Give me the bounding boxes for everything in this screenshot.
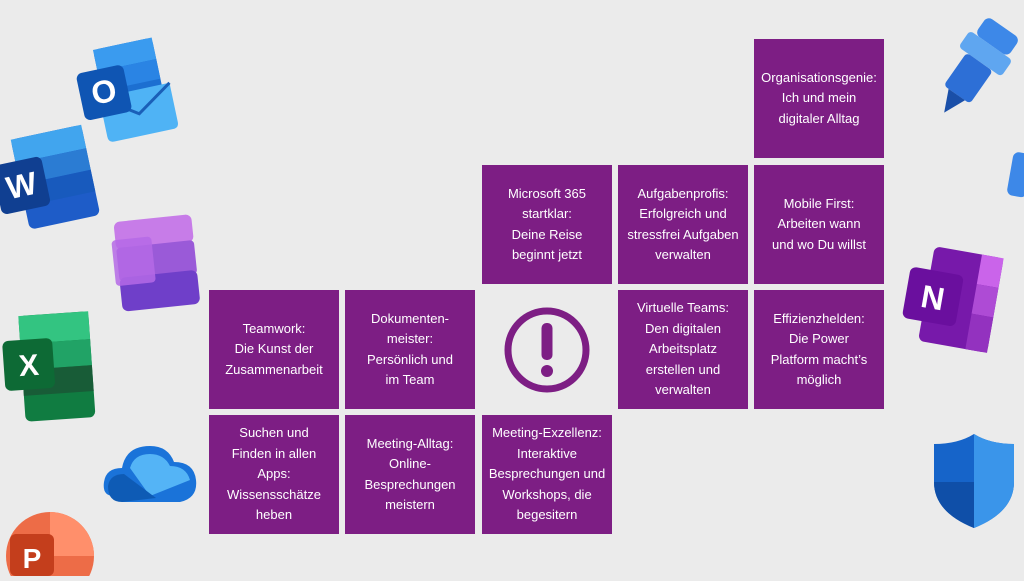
powerpoint-letter: P (23, 543, 42, 574)
tile-suchen-und-finden[interactable]: Suchen und Finden in allen Apps: Wissens… (209, 415, 339, 534)
tile-virtuelle-teams[interactable]: Virtuelle Teams: Den digitalen Arbeitspl… (618, 290, 748, 409)
tile-label: Meeting-Exzellenz: Interaktive Besprechu… (488, 425, 606, 523)
tile-teamwork[interactable]: Teamwork: Die Kunst der Zusammenarbeit (209, 290, 339, 409)
tile-label: Meeting-Alltag: Online- Besprechungen me… (364, 435, 456, 513)
tile-label: Microsoft 365 startklar: Deine Reise beg… (507, 185, 587, 263)
powerpoint-icon: P (0, 502, 96, 581)
tile-label: Mobile First: Arbeiten wann und wo Du wi… (772, 195, 866, 252)
defender-shield-icon (928, 430, 1020, 537)
loop-icon (108, 212, 204, 321)
tile-meeting-exzellenz[interactable]: Meeting-Exzellenz: Interaktive Besprechu… (482, 415, 612, 534)
tile-organisationsgenie[interactable]: Organisationsgenie: Ich und mein digital… (754, 39, 884, 158)
word-icon: W (0, 124, 104, 241)
tile-meeting-alltag[interactable]: Meeting-Alltag: Online- Besprechungen me… (345, 415, 475, 534)
tile-label: Organisationsgenie: Ich und mein digital… (761, 69, 877, 126)
tile-label: Effizienzhelden: Die Power Platform mach… (770, 310, 868, 388)
tile-microsoft-365-startklar[interactable]: Microsoft 365 startklar: Deine Reise beg… (482, 165, 612, 284)
tile-label: Suchen und Finden in allen Apps: Wissens… (227, 425, 321, 523)
tile-dokumentenmeister[interactable]: Dokumenten- meister: Persönlich und im T… (345, 290, 475, 409)
tile-label: Aufgabenprofis: Erfolgreich und stressfr… (627, 185, 739, 263)
excel-icon: X (0, 306, 100, 435)
tile-aufgabenprofis[interactable]: Aufgabenprofis: Erfolgreich und stressfr… (618, 165, 748, 284)
excel-letter: X (18, 349, 40, 383)
planner-pin-icon (924, 14, 1024, 131)
onenote-icon: N (898, 240, 1006, 361)
tile-label: Dokumenten- meister: Persönlich und im T… (367, 310, 453, 388)
partial-blue-icon (1006, 150, 1024, 203)
outlook-icon: O (74, 36, 178, 149)
tile-label: Teamwork: Die Kunst der Zusammenarbeit (225, 320, 323, 377)
tile-effizienzhelden[interactable]: Effizienzhelden: Die Power Platform mach… (754, 290, 884, 409)
onedrive-icon (100, 426, 200, 523)
exclamation-circle-icon (482, 290, 612, 409)
tile-mobile-first[interactable]: Mobile First: Arbeiten wann und wo Du wi… (754, 165, 884, 284)
tile-label: Virtuelle Teams: Den digitalen Arbeitspl… (636, 300, 729, 398)
